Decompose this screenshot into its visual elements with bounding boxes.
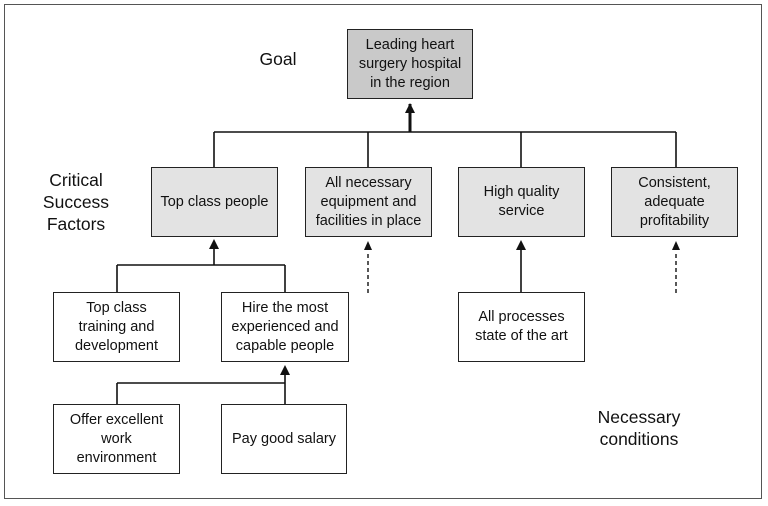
- csf-equipment-facilities: All necessary equipment and facilities i…: [305, 167, 432, 237]
- csf-label: Critical Success Factors: [42, 170, 110, 234]
- necessary-conditions-label: Necessary conditions: [597, 407, 681, 449]
- people-arrow-icon: [209, 239, 219, 249]
- diagram-frame: [4, 4, 762, 499]
- condition-processes: All processes state of the art: [458, 292, 585, 362]
- condition-hire: Hire the most experienced and capable pe…: [221, 292, 349, 362]
- condition-work-environment: Offer excellent work environment: [53, 404, 180, 474]
- csf-to-goal-connector: [213, 131, 677, 168]
- profitability-arrow-icon: [672, 241, 680, 250]
- condition-training: Top class training and development: [53, 292, 180, 362]
- people-conditions-connector: [116, 248, 286, 292]
- csf-high-quality-service: High quality service: [458, 167, 585, 237]
- equipment-arrow-icon: [364, 241, 372, 250]
- hire-arrow-icon: [280, 365, 290, 375]
- goal-node: Leading heart surgery hospital in the re…: [347, 29, 473, 99]
- condition-salary: Pay good salary: [221, 404, 347, 474]
- hire-conditions-connector: [116, 374, 286, 404]
- csf-profitability: Consistent, adequate profitability: [611, 167, 738, 237]
- goal-label: Goal: [259, 49, 297, 69]
- csf-top-class-people: Top class people: [151, 167, 278, 237]
- quality-arrow-icon: [516, 240, 526, 250]
